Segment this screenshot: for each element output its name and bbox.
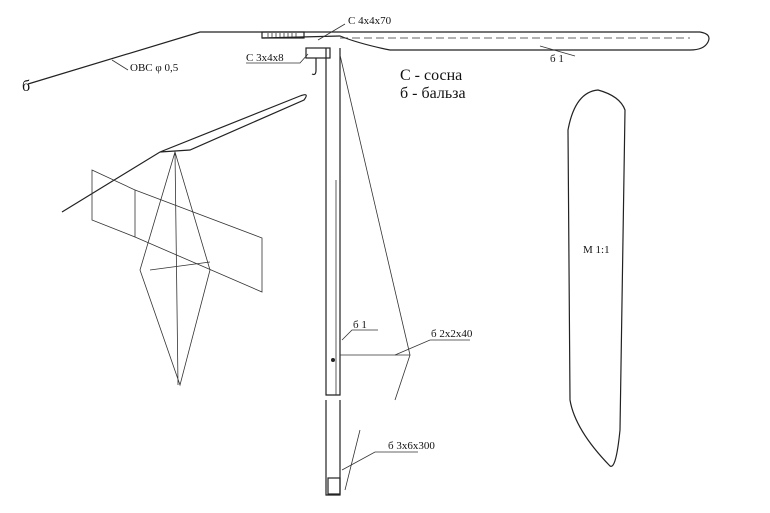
label-wire-end: б: [22, 78, 30, 95]
perspective-sketch: [61, 94, 307, 213]
label-scale: М 1:1: [583, 244, 610, 256]
label-wing-material: б 1: [550, 53, 564, 65]
blade-outline: [567, 89, 626, 467]
legend-pine: С - сосна: [400, 67, 462, 84]
pine-block: [305, 47, 331, 59]
label-block: С 3х4х8: [246, 52, 284, 64]
hook-icon: [311, 58, 317, 76]
label-wire: ОВС φ 0,5: [130, 62, 179, 74]
label-stick-material: б 1: [353, 319, 367, 331]
label-motor-stick: б 3х6х300: [388, 440, 435, 452]
wire-rod: [27, 31, 700, 85]
label-spar-top: С 4х4х70: [348, 15, 392, 27]
motor-stick: [325, 48, 341, 396]
legend-balsa: б - бальза: [400, 85, 466, 102]
pine-spar: [261, 31, 305, 39]
label-strut: б 2х2х40: [431, 328, 473, 340]
